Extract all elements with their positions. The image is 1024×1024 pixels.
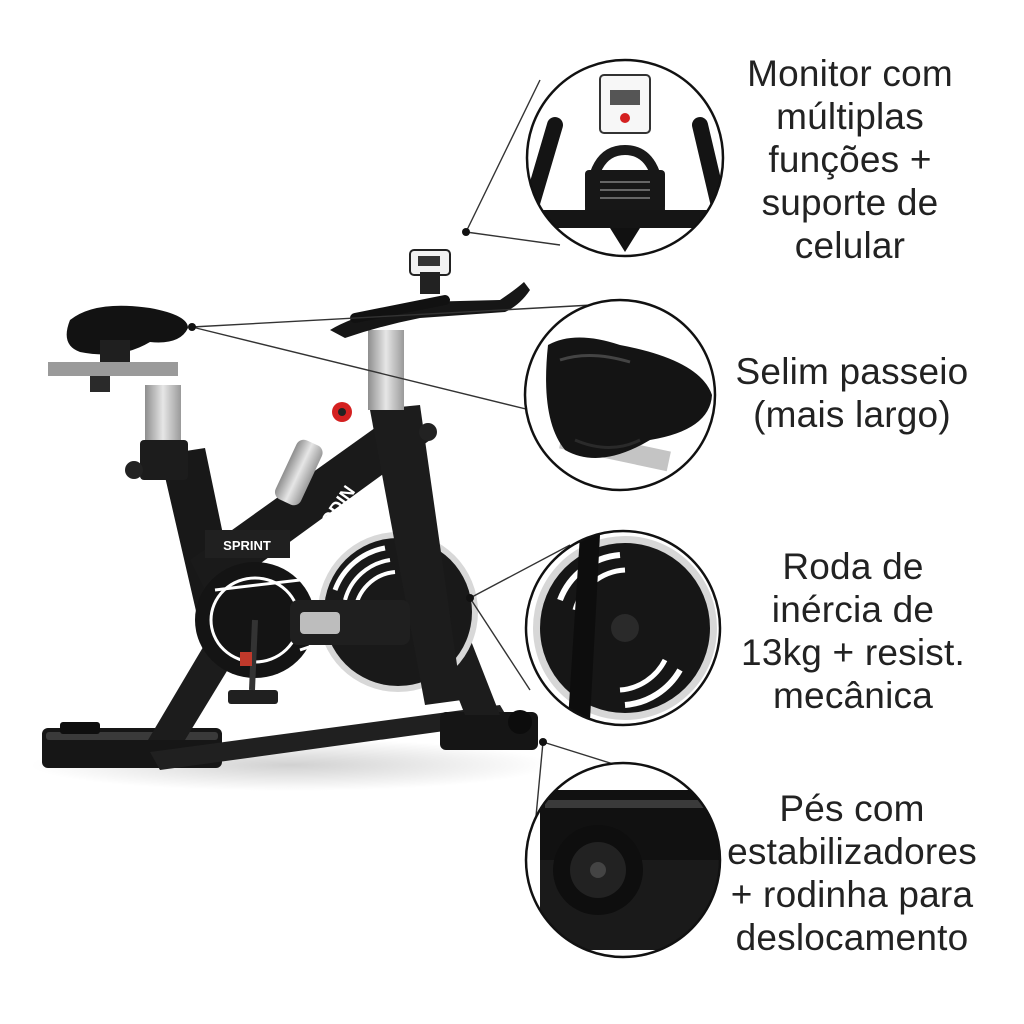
callout-feet: Pés com estabilizadores + rodinha para d… [716, 787, 988, 959]
leader-lines [191, 79, 627, 881]
callout-flywheel: Roda de inércia de 13kg + resist. mecâni… [722, 545, 984, 717]
callout-monitor: Monitor com múltiplas funções + suporte … [730, 52, 970, 267]
feet-detail [524, 761, 722, 959]
model-label: SPRINT [223, 538, 271, 553]
callout-line: 13kg + resist. [741, 632, 965, 673]
callout-line: Monitor com [747, 53, 953, 94]
callout-line: deslocamento [735, 917, 969, 958]
callout-line: + rodinha para [730, 874, 974, 915]
callout-line: funções + [768, 139, 932, 180]
callout-line: Selim passeio [735, 351, 969, 392]
callout-line: (mais largo) [753, 394, 951, 435]
flywheel-detail [524, 529, 722, 727]
callout-line: suporte de [761, 182, 939, 223]
callout-line: Pés com [779, 788, 925, 829]
callout-line: inércia de [771, 589, 935, 630]
callout-line: estabilizadores [727, 831, 977, 872]
callout-line: mecânica [773, 675, 933, 716]
callout-line: celular [794, 225, 906, 266]
monitor-detail [525, 58, 725, 258]
saddle-detail [523, 298, 717, 492]
callout-line: múltiplas [776, 96, 924, 137]
callout-saddle: Selim passeio (mais largo) [722, 350, 982, 436]
exercise-bike: SPRINT ODIN [42, 249, 538, 770]
callout-line: Roda de [782, 546, 924, 587]
